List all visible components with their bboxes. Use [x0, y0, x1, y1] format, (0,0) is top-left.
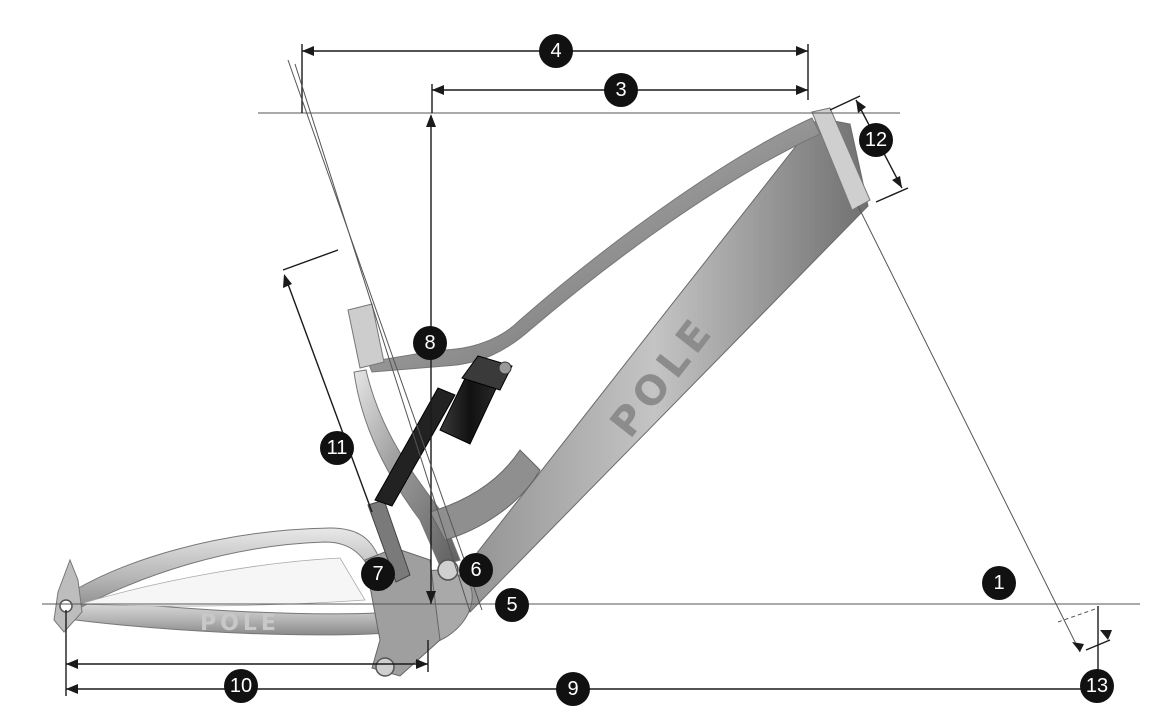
rear-triangle-inner	[79, 557, 366, 607]
marker-7: 7	[361, 557, 395, 591]
svg-text:7: 7	[372, 563, 383, 585]
svg-text:4: 4	[550, 40, 561, 62]
marker-11: 11	[320, 431, 354, 465]
svg-text:3: 3	[615, 79, 626, 101]
svg-text:6: 6	[470, 559, 481, 581]
marker-1: 1	[982, 566, 1016, 600]
marker-9: 9	[556, 672, 590, 706]
rear-dropout	[53, 558, 83, 633]
bike-frame: POLE POLE	[53, 107, 871, 677]
marker-4: 4	[539, 34, 573, 68]
top-tube	[367, 117, 821, 373]
marker-10: 10	[224, 669, 258, 703]
down-tube	[439, 117, 869, 613]
rear-shock	[374, 355, 513, 507]
chainstay-logo: POLE	[200, 611, 280, 636]
svg-text:13: 13	[1086, 675, 1108, 697]
frame-gusset	[429, 449, 541, 541]
marker-13: 13	[1080, 669, 1114, 703]
svg-text:12: 12	[865, 129, 887, 151]
marker-8: 8	[413, 326, 447, 360]
main-pivot	[437, 559, 459, 581]
marker-3: 3	[604, 73, 638, 107]
marker-5: 5	[495, 588, 529, 622]
marker-6: 6	[459, 553, 493, 587]
head-tube	[811, 107, 871, 211]
marker-12: 12	[859, 123, 893, 157]
svg-text:11: 11	[327, 437, 348, 459]
svg-text:9: 9	[567, 678, 578, 700]
svg-text:1: 1	[993, 572, 1004, 594]
svg-text:10: 10	[230, 675, 252, 697]
svg-text:8: 8	[424, 332, 435, 354]
svg-text:5: 5	[506, 594, 517, 616]
seat-post-collar	[347, 303, 385, 369]
